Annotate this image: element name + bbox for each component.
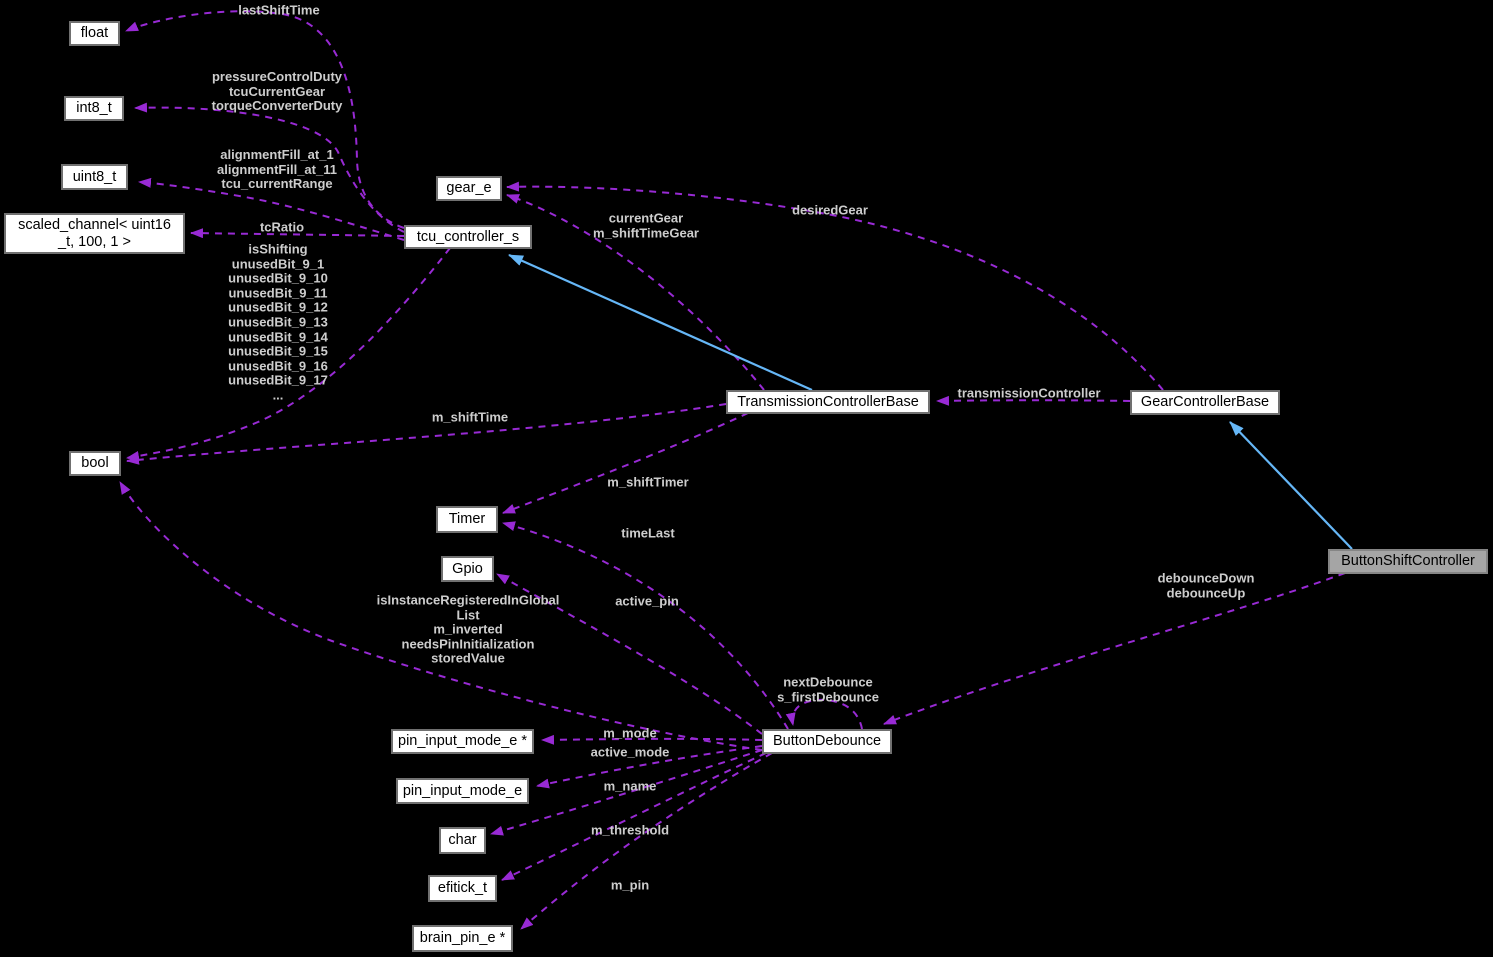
edge-label-m-mode: m_mode	[603, 725, 657, 741]
edge-label-isInstanceRegistered: isInstanceRegisteredInGlobal List m_inve…	[376, 592, 560, 666]
node-gpio[interactable]: Gpio	[441, 556, 494, 582]
node-label: bool	[81, 455, 109, 471]
edge-debounceDown	[883, 572, 1346, 725]
node-uint8-t[interactable]: uint8_t	[61, 164, 128, 190]
node-label: char	[448, 832, 477, 848]
edge-label-m-pin: m_pin	[610, 877, 650, 893]
edge-label-currentGear: currentGear m_shiftTimeGear	[593, 210, 699, 240]
edge-tcRatio	[190, 228, 405, 239]
node-scaled-channel[interactable]: scaled_channel< uint16 _t, 100, 1 >	[4, 213, 185, 254]
edge-label-isShifting: isShifting unusedBit_9_1 unusedBit_9_10 …	[228, 241, 328, 403]
node-tcu-controller-s[interactable]: tcu_controller_s	[404, 225, 532, 249]
edge-label-m-threshold: m_threshold	[590, 822, 670, 838]
node-button-debounce[interactable]: ButtonDebounce	[762, 729, 892, 754]
edge-label-desiredGear: desiredGear	[792, 202, 868, 218]
node-label: tcu_controller_s	[416, 228, 520, 245]
edge-label-active-mode: active_mode	[590, 744, 670, 760]
edge-label-transmissionController: transmissionController	[957, 385, 1101, 401]
edge-label-alignmentFill: alignmentFill_at_1 alignmentFill_at_11 t…	[217, 147, 337, 192]
edge-transmissionController	[936, 395, 1131, 406]
edge-label-nextDebounce: nextDebounce s_firstDebounce	[777, 674, 879, 704]
node-label: uint8_t	[72, 168, 117, 185]
node-label: ButtonShiftController	[1341, 553, 1475, 569]
edge-m-shiftTimer	[502, 412, 749, 514]
node-gear-e[interactable]: gear_e	[436, 176, 502, 201]
edge-label-m-shiftTime: m_shiftTime	[431, 409, 509, 425]
edge-label-pressureControlDuty: pressureControlDuty tcuCurrentGear torqu…	[211, 69, 343, 114]
edge-label-timeLast: timeLast	[621, 525, 675, 541]
edge-m-shiftTime	[126, 403, 727, 465]
node-transmission-controller-base[interactable]: TransmissionControllerBase	[726, 390, 930, 414]
node-bool[interactable]: bool	[69, 451, 121, 476]
node-label: pin_input_mode_e	[402, 782, 523, 799]
node-label: Gpio	[452, 560, 483, 577]
node-label: pin_input_mode_e *	[398, 733, 527, 749]
node-label: float	[80, 25, 109, 41]
edge-active-mode	[536, 745, 763, 789]
node-label: efitick_t	[437, 880, 488, 896]
edge-m-name	[490, 749, 763, 836]
edge-label-tcRatio: tcRatio	[259, 219, 305, 235]
edge-m-mode	[541, 734, 763, 745]
edge-label-lastShiftTime: lastShiftTime	[238, 2, 320, 18]
node-label: gear_e	[446, 180, 492, 196]
node-label: scaled_channel< uint16 _t, 100, 1 >	[18, 216, 171, 250]
node-gear-controller-base[interactable]: GearControllerBase	[1130, 390, 1280, 415]
node-timer[interactable]: Timer	[436, 506, 498, 533]
node-label: brain_pin_e *	[419, 930, 506, 946]
node-int8-t[interactable]: int8_t	[64, 96, 124, 121]
node-pin-input-mode-e[interactable]: pin_input_mode_e	[396, 778, 529, 804]
node-char[interactable]: char	[439, 827, 486, 854]
node-label: TransmissionControllerBase	[737, 393, 919, 410]
node-label: GearControllerBase	[1140, 394, 1270, 410]
edge-pressureControlDuty	[134, 102, 405, 233]
edge-label-debounceDown: debounceDown debounceUp	[1157, 570, 1255, 600]
edge-isShifting	[126, 247, 451, 461]
edge-desiredGear	[506, 181, 1164, 391]
edge-alignmentFill	[138, 177, 405, 241]
node-pin-input-mode-e-ptr[interactable]: pin_input_mode_e *	[391, 729, 534, 754]
edge-label-m-shiftTimer: m_shiftTimer	[607, 474, 689, 490]
edge-inherit-transmissioncontrollerbase-tcu	[508, 253, 813, 392]
node-label: int8_t	[76, 100, 112, 116]
edge-label-active-pin: active_pin	[615, 593, 679, 609]
node-efitick-t[interactable]: efitick_t	[428, 875, 497, 902]
node-label: Timer	[448, 511, 486, 527]
edge-label-m-name: m_name	[603, 778, 657, 794]
edge-nextDebounce-selfloop	[785, 698, 863, 730]
node-label: ButtonDebounce	[772, 733, 882, 749]
edge-timeLast	[502, 521, 789, 730]
edge-m-pin	[520, 752, 773, 930]
edge-inherit-buttonshiftcontroller-gearcontrollerbase	[1229, 421, 1353, 550]
node-button-shift-controller[interactable]: ButtonShiftController	[1328, 549, 1488, 574]
edge-m-threshold	[501, 752, 767, 881]
edge-isInstanceRegistered	[119, 481, 763, 751]
node-brain-pin-e-ptr[interactable]: brain_pin_e *	[412, 925, 513, 952]
node-float[interactable]: float	[69, 21, 120, 46]
edge-lastShiftTime	[125, 10, 405, 229]
